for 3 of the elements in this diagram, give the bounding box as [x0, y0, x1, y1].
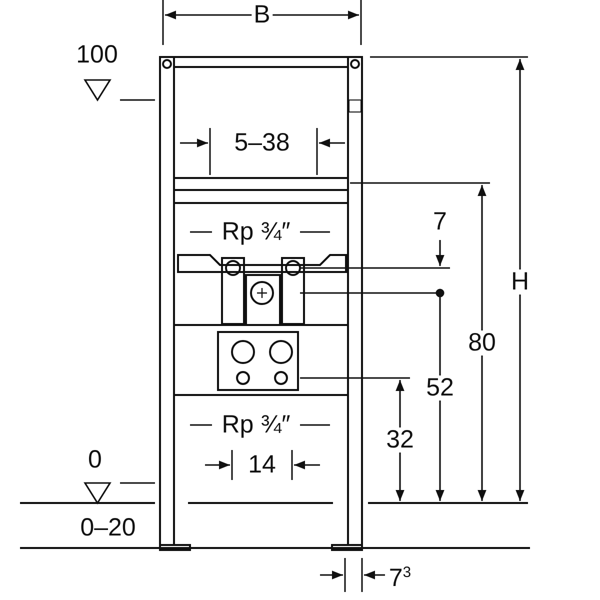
dimension-label: 32 [384, 428, 416, 452]
dimension-label: 52 [424, 376, 456, 400]
dimension-label: 80 [466, 330, 498, 356]
